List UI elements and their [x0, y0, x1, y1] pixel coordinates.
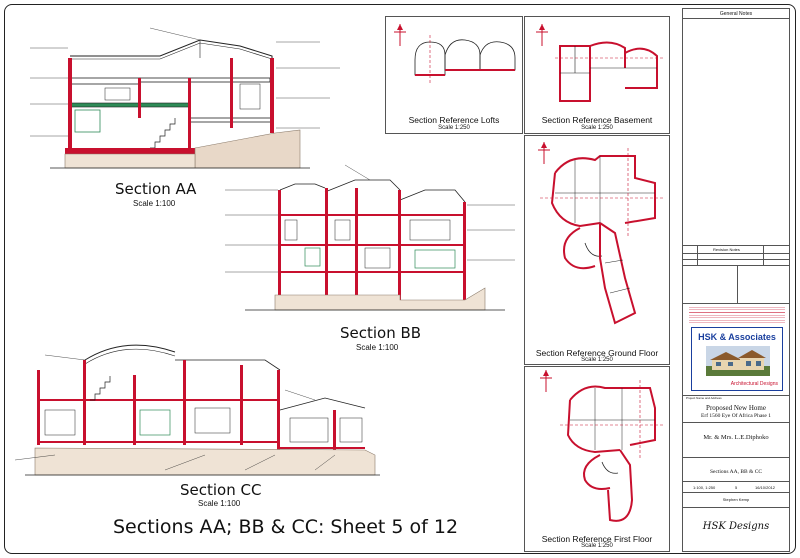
- section-cc-title: Section CC: [180, 481, 262, 499]
- lofts-plan: [414, 35, 516, 85]
- north-arrow-icon: [538, 142, 550, 164]
- drawing-date: 16/10/2012: [755, 485, 776, 490]
- ref-lofts-scale: Scale 1:250: [438, 125, 470, 131]
- ref-ground-title: Section Reference Ground Floor: [535, 348, 659, 358]
- firm-name: HSK & Associates: [698, 332, 776, 342]
- ground-floor-plan: [540, 148, 665, 325]
- ref-basement-title: Section Reference Basement: [541, 115, 653, 125]
- section-aa-drawing: [30, 27, 340, 169]
- north-arrow-icon: [536, 24, 548, 46]
- north-arrow-icon: [540, 370, 552, 392]
- drawing-sheet-border: [4, 4, 796, 554]
- ref-basement-scale: Scale 1:250: [581, 125, 613, 131]
- section-cc-scale: Scale 1:100: [198, 499, 241, 508]
- section-bb-scale: Scale 1:100: [356, 343, 399, 352]
- ref-ground-scale: Scale 1:250: [581, 357, 613, 363]
- firm-logo-panel: HSK & Associates Architectural Designs: [691, 327, 783, 391]
- hsk-designs-logo: HSK Designs: [702, 521, 770, 532]
- first-floor-plan: [560, 380, 665, 522]
- drawn-by: Stephen Kemp: [722, 497, 750, 502]
- ref-lofts-title: Section Reference Lofts: [408, 115, 500, 125]
- ref-panel-basement: [524, 16, 670, 134]
- ref-panel-first: [524, 366, 670, 552]
- title-block: General Notes Revision Notes HSK & Assoc…: [682, 8, 790, 552]
- section-aa-title: Section AA: [115, 180, 197, 198]
- section-aa-scale: Scale 1:100: [133, 199, 176, 208]
- north-arrow-icon: [394, 24, 406, 46]
- project-name: Proposed New Home: [706, 404, 766, 412]
- project-label: Project Name and Address: [686, 396, 722, 400]
- ref-panel-ground: [524, 135, 670, 365]
- sheet-title: Sections AA; BB & CC: Sheet 5 of 12: [113, 516, 459, 538]
- client-name: Mr. & Mrs. L.E.Diphoko: [703, 434, 769, 441]
- basement-plan: [555, 41, 665, 102]
- scale-value: 1:100, 1:250: [693, 485, 716, 490]
- lofts-panel-divider: [385, 16, 386, 134]
- firm-notice-text: [689, 305, 785, 325]
- general-notes-label: General Notes: [719, 11, 753, 17]
- drawing-title: Sections AA, BB & CC: [709, 469, 763, 475]
- house-rendering-image: [706, 346, 770, 376]
- section-bb-drawing: [225, 164, 515, 311]
- section-cc-drawing: [14, 344, 380, 476]
- section-bb-title: Section BB: [340, 324, 422, 342]
- project-address: Erf 1560 Eye Of Africa Phase 1: [701, 413, 771, 419]
- ref-first-scale: Scale 1:250: [581, 543, 613, 549]
- firm-subtitle: Architectural Designs: [730, 381, 778, 387]
- revision-header: Revision Notes: [713, 247, 740, 252]
- ref-first-title: Section Reference First Floor: [541, 534, 653, 544]
- sheet-number: 5: [735, 485, 738, 490]
